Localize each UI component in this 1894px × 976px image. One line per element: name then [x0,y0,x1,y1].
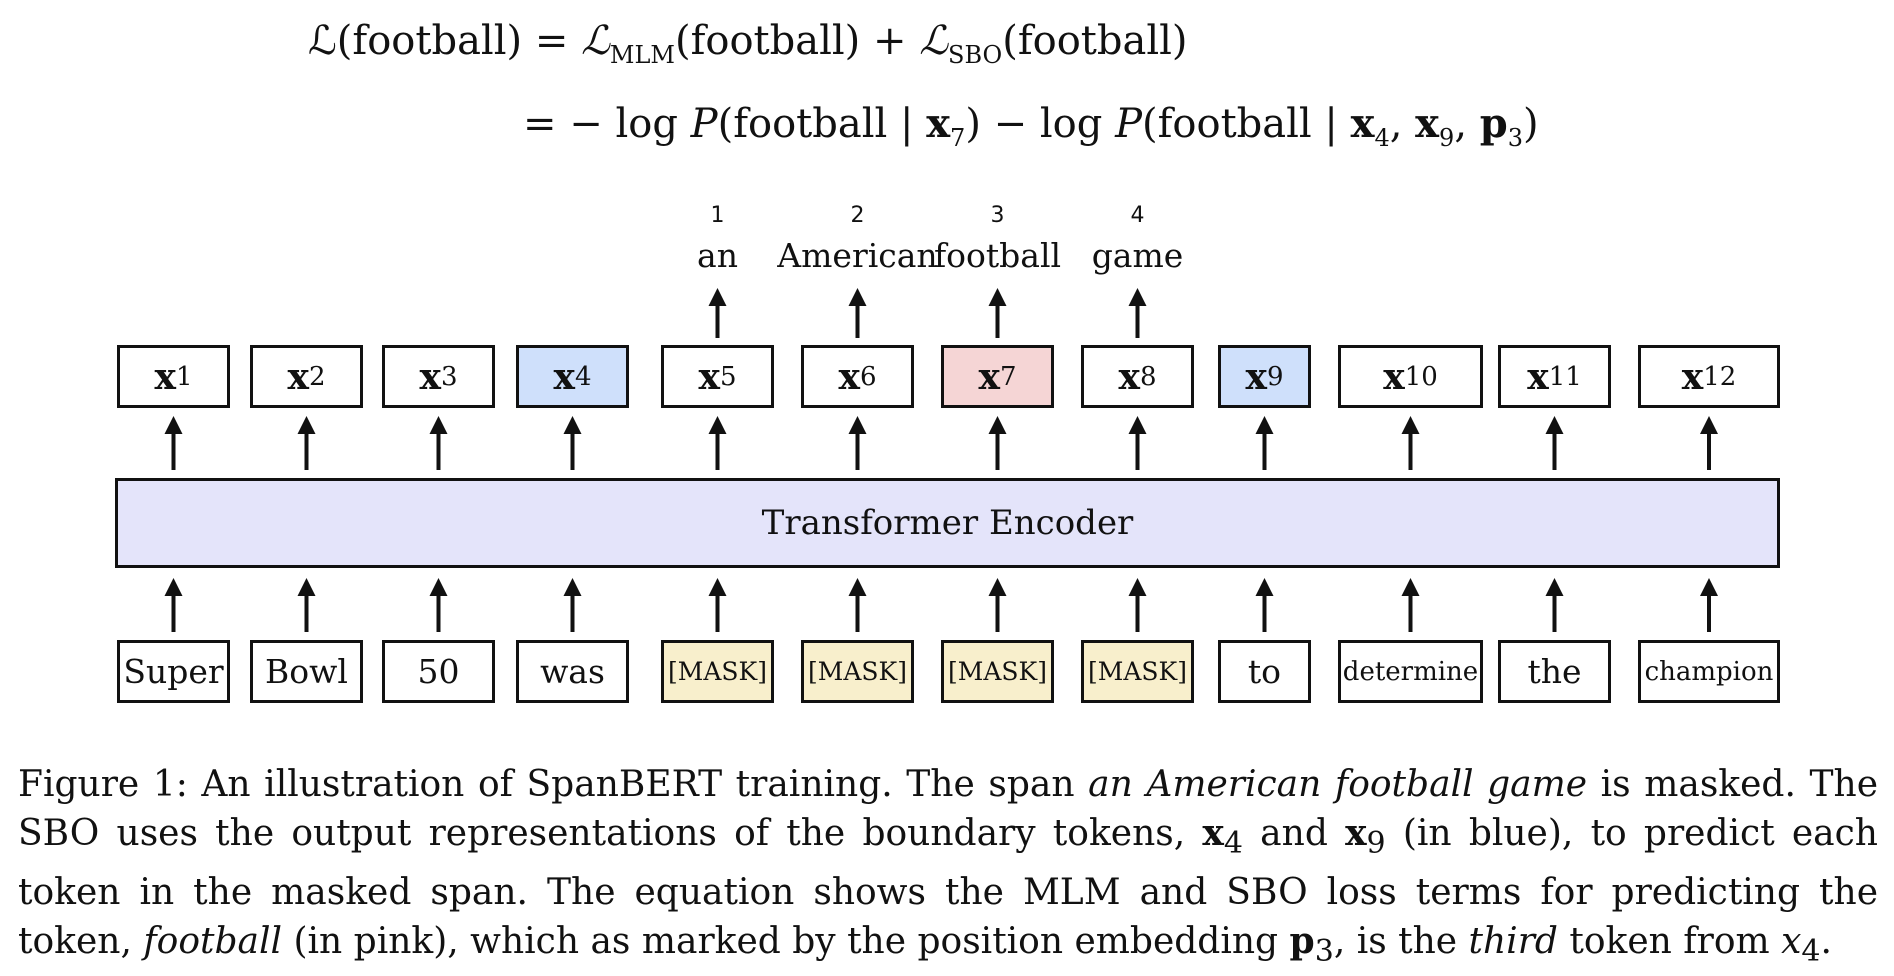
transformer-encoder-block: Transformer Encoder [115,478,1780,568]
figure-caption: Figure 1: An illustration of SpanBERT tr… [18,764,1878,970]
input-token-8: [MASK] [1081,640,1194,703]
arrow-token-10-to-encoder [1401,578,1420,632]
loss-equation-line1: ℒ(football) = ℒMLM(football) + ℒSBO(foot… [308,18,1188,69]
arrow-token-5-to-encoder [708,578,727,632]
vector-subscript: 11 [1548,361,1582,392]
input-token-9: to [1218,640,1311,703]
input-token-1: Super [117,640,230,703]
vector-subscript: 6 [859,361,877,392]
vector-subscript: 1 [175,361,193,392]
arrow-layer [164,288,1718,632]
arrow-token-11-to-encoder [1545,578,1564,632]
arrow-encoder-to-x9 [1255,416,1274,470]
arrow-x6-to-prediction [848,288,867,338]
vector-subscript: 9 [1266,361,1284,392]
eq-lhs: ℒ(football) [308,18,523,64]
vector-symbol: x [419,355,441,398]
predicted-word-3: football [933,236,1062,275]
arrow-encoder-to-x2 [297,416,316,470]
arrow-token-2-to-encoder [297,578,316,632]
input-token-10: determine [1338,640,1483,703]
arrow-token-12-to-encoder [1700,578,1718,632]
transformer-encoder-label: Transformer Encoder [761,503,1134,543]
arrow-token-8-to-encoder [1128,578,1147,632]
arrow-x8-to-prediction [1128,288,1147,338]
arrow-encoder-to-x4 [563,416,582,470]
vector-symbol: x [287,355,309,398]
predicted-word-2: American [777,236,938,275]
arrow-encoder-to-x6 [848,416,867,470]
vector-subscript: 10 [1404,361,1438,392]
arrow-encoder-to-x5 [708,416,727,470]
arrow-encoder-to-x12 [1700,416,1718,470]
arrow-x5-to-prediction [708,288,727,338]
predicted-word-1: an [697,236,738,275]
vector-subscript: 3 [440,361,458,392]
arrow-encoder-to-x8 [1128,416,1147,470]
vector-subscript: 4 [574,361,592,392]
vector-symbol: x [154,355,176,398]
input-token-3: 50 [382,640,495,703]
vector-symbol: x [1527,355,1549,398]
vector-symbol: x [553,355,575,398]
input-token-12: champion [1638,640,1780,703]
vector-subscript: 5 [719,361,737,392]
vector-symbol: x [698,355,720,398]
input-token-2: Bowl [250,640,363,703]
vector-subscript: 8 [1139,361,1157,392]
arrow-encoder-to-x11 [1545,416,1564,470]
vector-symbol: x [838,355,860,398]
input-token-6: [MASK] [801,640,914,703]
arrow-token-6-to-encoder [848,578,867,632]
input-token-5: [MASK] [661,640,774,703]
position-number-2: 2 [850,203,865,228]
position-number-1: 1 [710,203,725,228]
arrow-x7-to-prediction [988,288,1007,338]
vector-symbol: x [978,355,1000,398]
arrow-encoder-to-x3 [429,416,448,470]
vector-symbol: x [1245,355,1267,398]
vector-subscript: 7 [999,361,1017,392]
arrow-token-9-to-encoder [1255,578,1274,632]
input-token-11: the [1498,640,1611,703]
arrow-token-4-to-encoder [563,578,582,632]
arrow-token-1-to-encoder [164,578,183,632]
arrow-encoder-to-x1 [164,416,183,470]
predicted-word-4: game [1091,236,1184,275]
arrow-token-3-to-encoder [429,578,448,632]
vector-subscript: 12 [1703,361,1737,392]
input-token-7: [MASK] [941,640,1054,703]
position-number-4: 4 [1130,203,1145,228]
arrow-encoder-to-x7 [988,416,1007,470]
arrow-token-7-to-encoder [988,578,1007,632]
position-number-3: 3 [990,203,1005,228]
vector-symbol: x [1118,355,1140,398]
arrow-encoder-to-x10 [1401,416,1420,470]
input-token-4: was [516,640,629,703]
vector-subscript: 2 [308,361,326,392]
loss-equation-line2: = − log P(football | x7) − log P(footbal… [523,100,1539,152]
vector-symbol: x [1383,355,1405,398]
vector-symbol: x [1681,355,1704,398]
